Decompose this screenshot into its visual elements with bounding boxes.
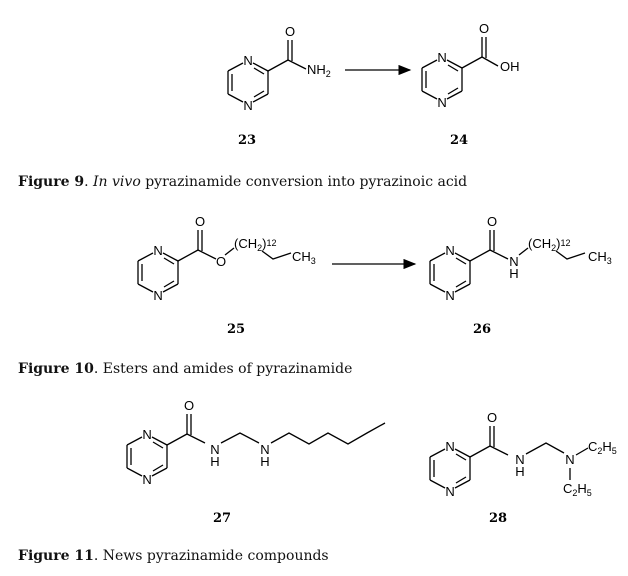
atom-n: N bbox=[142, 472, 151, 487]
atom-o-ester: O bbox=[216, 254, 226, 269]
figure-11-caption: Figure 11. News pyrazinamide compounds bbox=[18, 548, 329, 564]
atom-n: N bbox=[243, 98, 252, 113]
atom-n: N bbox=[437, 50, 446, 65]
atom-n-amide: N bbox=[509, 254, 518, 269]
atom-h: H bbox=[260, 454, 269, 469]
compound-label-27: 27 bbox=[213, 511, 231, 526]
compound-label-28: 28 bbox=[489, 511, 507, 526]
group-c2h5: C2H5 bbox=[563, 481, 592, 498]
figure-9-caption: Figure 9. In vivo pyrazinamide conversio… bbox=[18, 174, 468, 190]
atom-o: O bbox=[487, 410, 497, 425]
compound-label-26: 26 bbox=[473, 322, 491, 337]
atom-n: N bbox=[445, 484, 454, 499]
group-ch2-12: (CH2)12 bbox=[528, 236, 570, 253]
group-ch2-12: (CH2)12 bbox=[234, 236, 276, 253]
atom-o: O bbox=[487, 214, 497, 229]
compound-label-23: 23 bbox=[238, 133, 256, 148]
atom-n: N bbox=[437, 95, 446, 110]
atom-o: O bbox=[184, 398, 194, 413]
atom-n: N bbox=[243, 53, 252, 68]
atom-n-amide: N bbox=[210, 442, 219, 457]
figure-label: Figure 10 bbox=[18, 361, 94, 377]
molecule-24: N N O OH bbox=[421, 21, 520, 110]
figure-label: Figure 9 bbox=[18, 174, 85, 190]
atom-n-tertiary: N bbox=[565, 452, 574, 467]
molecule-27: N N O N H N H bbox=[126, 398, 386, 487]
group-ch3: CH3 bbox=[292, 249, 316, 266]
atom-n-amine: N bbox=[260, 442, 269, 457]
atom-h: H bbox=[509, 266, 518, 281]
compound-label-24: 24 bbox=[450, 133, 468, 148]
atom-n: N bbox=[142, 427, 151, 442]
atom-h: H bbox=[210, 454, 219, 469]
group-ch3: CH3 bbox=[588, 249, 612, 266]
atom-n: N bbox=[153, 243, 162, 258]
figure-label: Figure 11 bbox=[18, 548, 94, 564]
molecule-26: N N O N H (CH2)12 CH3 bbox=[429, 214, 612, 303]
atom-n: N bbox=[445, 288, 454, 303]
compound-label-25: 25 bbox=[227, 322, 245, 337]
molecule-25: N N O O (CH2)12 CH3 bbox=[137, 214, 316, 303]
atom-n: N bbox=[153, 288, 162, 303]
figure-10-caption: Figure 10. Esters and amides of pyrazina… bbox=[18, 361, 353, 377]
atom-o: O bbox=[195, 214, 205, 229]
atom-o: O bbox=[285, 24, 295, 39]
atom-nh2: NH2 bbox=[307, 62, 331, 79]
atom-n-amide: N bbox=[515, 452, 524, 467]
atom-n: N bbox=[445, 439, 454, 454]
atom-o: O bbox=[479, 21, 489, 36]
atom-n: N bbox=[445, 243, 454, 258]
atom-oh: OH bbox=[500, 59, 520, 74]
molecule-28: N N O N H N C2H5 C2H5 bbox=[429, 410, 617, 499]
group-c2h5: C2H5 bbox=[588, 439, 617, 456]
molecule-23: N N O NH2 bbox=[227, 24, 331, 113]
atom-h: H bbox=[515, 464, 524, 479]
